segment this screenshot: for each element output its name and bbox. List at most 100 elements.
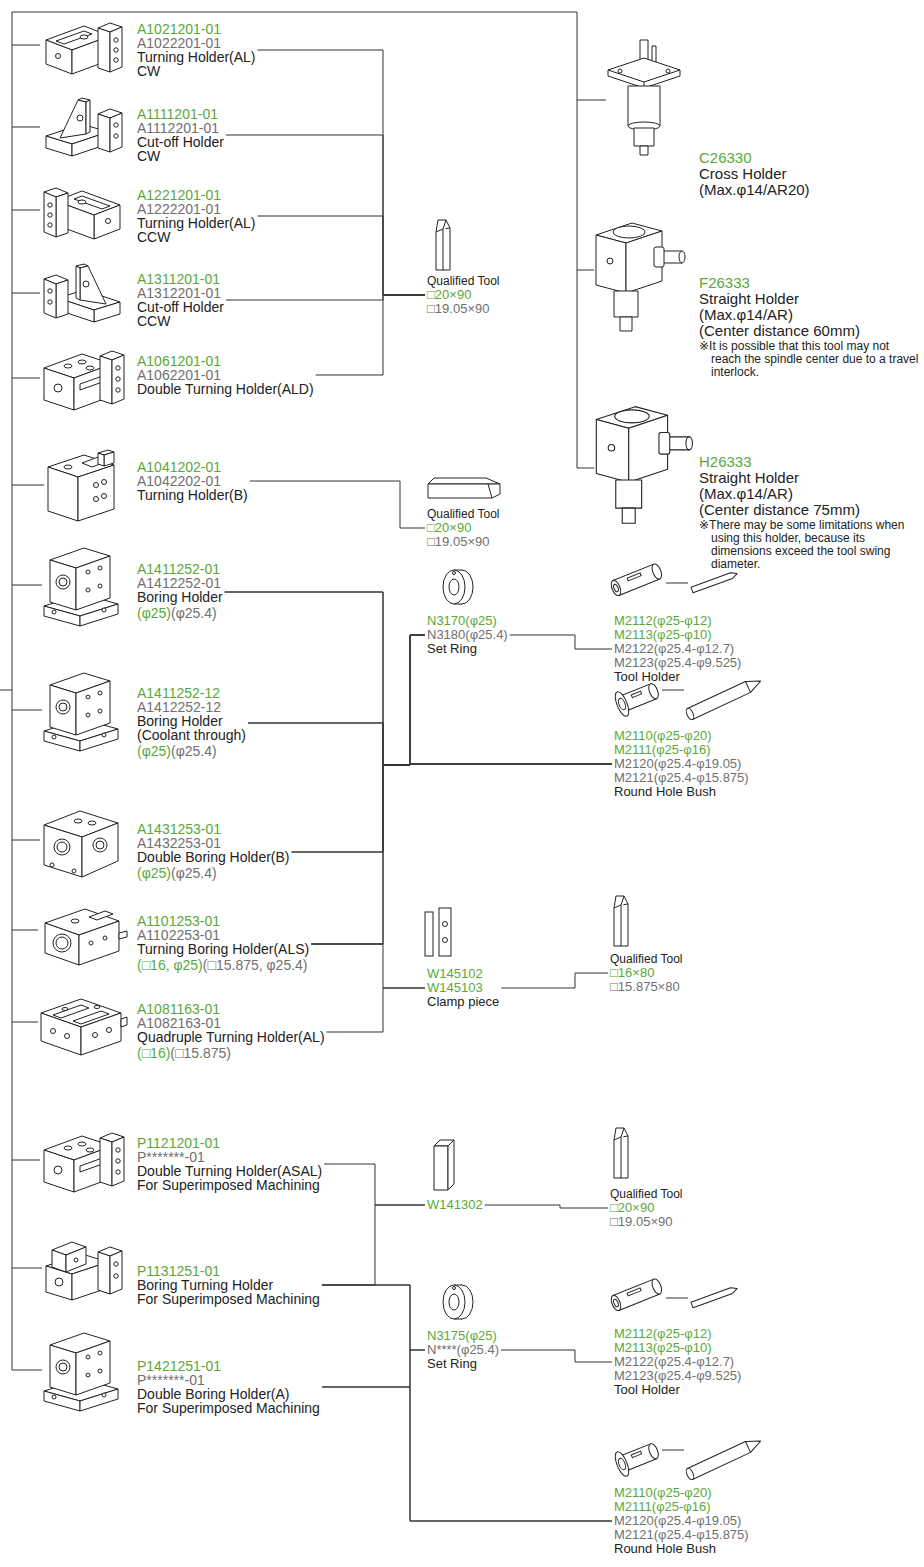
part-item: M2112(φ25-φ12)M2113(φ25-φ10)M2122(φ25.4-… xyxy=(612,612,743,686)
part-label: (Max.φ14/AR20) xyxy=(699,182,810,198)
part-label: C26330 xyxy=(699,150,810,166)
part-label: For Superimposed Machining xyxy=(137,1178,322,1192)
tool-drawing xyxy=(436,220,450,270)
connector-line xyxy=(316,295,425,375)
holder-drawing xyxy=(45,909,127,965)
part-label: □20×90 xyxy=(610,1201,683,1215)
part-label: CW xyxy=(137,149,224,163)
ring-drawing xyxy=(443,1285,473,1319)
part-label: W141302 xyxy=(427,1198,483,1212)
part-label: N3180(φ25.4) xyxy=(427,628,508,642)
connector-line xyxy=(225,592,612,765)
part-label: A1222201-01 xyxy=(137,202,256,216)
part-item: M2112(φ25-φ12)M2113(φ25-φ10)M2122(φ25.4-… xyxy=(612,1325,743,1399)
part-item: A1061201-01A1062201-01Double Turning Hol… xyxy=(135,352,316,398)
part-label: □16×80 xyxy=(610,966,683,980)
part-label: Boring Turning Holder xyxy=(137,1278,320,1292)
part-label: M2111(φ25-φ16) xyxy=(614,1500,749,1514)
part-label: (φ25.4) xyxy=(171,865,217,881)
part-label: A1061201-01 xyxy=(137,354,314,368)
holder-drawing xyxy=(46,1242,122,1300)
part-label: □19.05×90 xyxy=(427,535,500,549)
part-label: A1112201-01 xyxy=(137,121,224,135)
part-item: Qualified Tool□16×80□15.875×80 xyxy=(608,950,685,996)
part-item: A1411252-12A1412252-12Boring Holder(Cool… xyxy=(135,684,248,762)
part-label: M2121(φ25.4-φ15.875) xyxy=(614,1528,749,1542)
part-label: Straight Holder xyxy=(699,291,919,307)
holder-drawing xyxy=(44,1333,118,1411)
holder-illustrations xyxy=(41,23,692,1411)
part-label: W145102 xyxy=(427,967,499,981)
part-label: ※There may be some limitations when usin… xyxy=(699,519,919,571)
part-label: Tool Holder xyxy=(614,1383,741,1397)
part-label: N3175(φ25) xyxy=(427,1329,499,1343)
connector-line xyxy=(311,944,425,988)
part-label: M2122(φ25.4-φ12.7) xyxy=(614,1355,741,1369)
part-label: M2113(φ25-φ10) xyxy=(614,628,741,642)
part-label: A1411252-12 xyxy=(137,686,246,700)
part-label: A1412252-01 xyxy=(137,576,223,590)
holder-drawing xyxy=(44,264,120,322)
part-label: W145103 xyxy=(427,981,499,995)
part-label: Turning Holder(AL) xyxy=(137,216,256,230)
part-label: (φ25) xyxy=(137,865,171,881)
part-label: Qualified Tool xyxy=(610,1187,683,1201)
part-item: A1111201-01A1112201-01Cut-off HolderCW xyxy=(135,105,226,165)
part-label: Turning Holder(B) xyxy=(137,488,248,502)
part-label: Clamp piece xyxy=(427,995,499,1009)
holder-drawing xyxy=(44,811,118,877)
part-label: M2110(φ25-φ20) xyxy=(614,1486,749,1500)
part-item: Qualified Tool□20×90□19.05×90 xyxy=(608,1185,685,1231)
part-label: H26333 xyxy=(699,454,919,470)
part-label: A1102253-01 xyxy=(137,928,309,942)
part-label: Set Ring xyxy=(427,1357,499,1371)
part-label: M2111(φ25-φ16) xyxy=(614,743,749,757)
bit-drawing xyxy=(691,1286,738,1308)
connector-line xyxy=(311,764,612,944)
part-item: A1431253-01A1432253-01Double Boring Hold… xyxy=(135,820,292,884)
part-label: (Center distance 75mm) xyxy=(699,502,919,518)
part-item: A1021201-01A1022201-01Turning Holder(AL)… xyxy=(135,20,258,80)
part-item: Qualified Tool□20×90□19.05×90 xyxy=(425,505,502,551)
part-item: W141302 xyxy=(425,1196,485,1214)
holder-drawing xyxy=(608,40,680,155)
part-label: A1081163-01 xyxy=(137,1002,325,1016)
part-label: Round Hole Bush xyxy=(614,785,749,799)
part-item: A1411252-01A1412252-01Boring Holder(φ25)… xyxy=(135,560,225,624)
drawing-part xyxy=(443,922,448,927)
part-label: Double Boring Holder(A) xyxy=(137,1387,320,1401)
bit-drawing xyxy=(691,571,738,593)
part-label: (Coolant through) xyxy=(137,728,246,742)
part-item: C26330Cross Holder(Max.φ14/AR20) xyxy=(697,148,812,200)
part-label: □20×90 xyxy=(427,288,500,302)
ring-drawing xyxy=(443,570,473,604)
part-label: □15.875×80 xyxy=(610,980,683,994)
part-item: P1421251-01P*******-01Double Boring Hold… xyxy=(135,1357,322,1417)
part-label: Set Ring xyxy=(427,642,508,656)
part-label: For Superimposed Machining xyxy=(137,1401,320,1415)
connector-line xyxy=(248,723,612,765)
part-label: N3170(φ25) xyxy=(427,614,508,628)
holder-drawing xyxy=(44,188,120,239)
part-label: (Max.φ14/AR) xyxy=(699,307,919,323)
connector-line xyxy=(226,135,425,295)
connector-line xyxy=(327,988,426,1032)
holder-drawing xyxy=(48,450,114,521)
holder-drawing xyxy=(44,673,118,751)
part-label: A1111201-01 xyxy=(137,107,224,121)
part-label: M2112(φ25-φ12) xyxy=(614,1327,741,1341)
part-label: M2121(φ25.4-φ15.875) xyxy=(614,771,749,785)
connector-line xyxy=(510,635,612,649)
part-label: □20×90 xyxy=(427,521,500,535)
part-label: A1432253-01 xyxy=(137,836,290,850)
holder-drawing xyxy=(596,223,685,331)
part-label: Tool Holder xyxy=(614,670,741,684)
part-label: M2110(φ25-φ20) xyxy=(614,729,749,743)
spine-line xyxy=(12,12,577,1370)
part-label: M2123(φ25.4-φ9.525) xyxy=(614,1369,741,1383)
part-label: M2112(φ25-φ12) xyxy=(614,614,741,628)
part-item: M2110(φ25-φ20)M2111(φ25-φ16)M2120(φ25.4-… xyxy=(612,1484,751,1558)
connector-line xyxy=(248,635,425,765)
part-label: Qualified Tool xyxy=(427,507,500,521)
branch-ticks xyxy=(12,45,44,1370)
